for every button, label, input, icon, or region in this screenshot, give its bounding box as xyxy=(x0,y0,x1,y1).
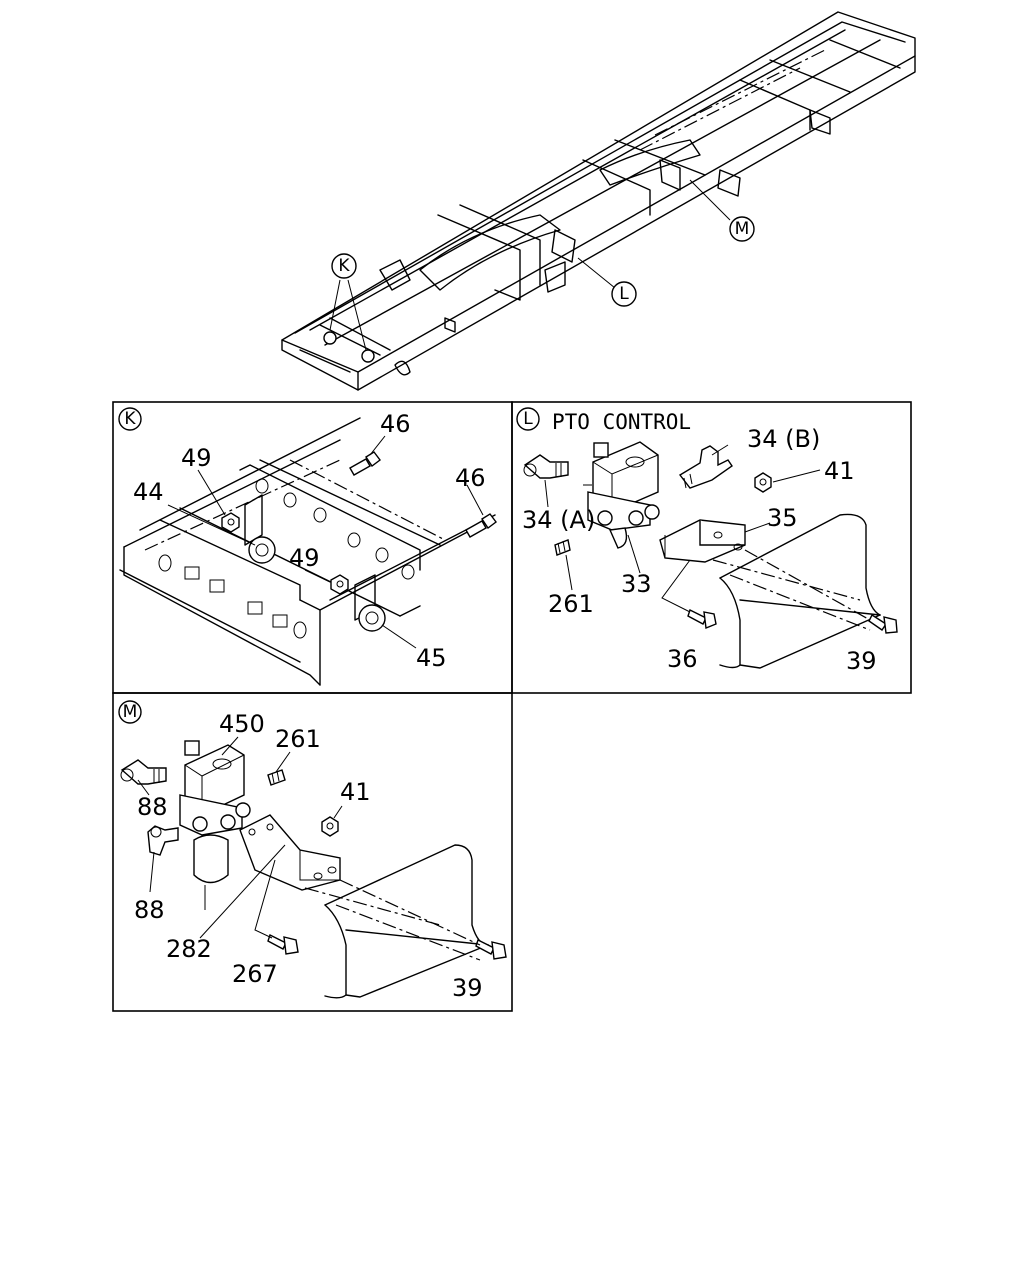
part-label-p88b: 88 xyxy=(134,896,165,924)
nut-49b xyxy=(330,574,349,595)
panel-k-badge xyxy=(118,407,142,431)
bolt-46a xyxy=(349,451,381,476)
part-label-badge: M xyxy=(123,702,138,722)
part-label-p261: 261 xyxy=(548,590,594,618)
panel-l: L PTO CONTROL xyxy=(516,407,898,675)
part-label-p33: 33 xyxy=(621,570,652,598)
callout-m-overview: M xyxy=(729,216,755,242)
panel-l-frame xyxy=(511,401,912,694)
part-label-p34a: 34 (A) xyxy=(522,506,595,534)
part-label-1: L xyxy=(619,284,629,304)
part-label-badge: L xyxy=(523,409,533,429)
panel-l-badge xyxy=(516,407,540,431)
part-label-p35: 35 xyxy=(767,504,798,532)
part-label-p450: 450 xyxy=(219,710,265,738)
part-label-p267: 267 xyxy=(232,960,278,988)
part-label-p36: 36 xyxy=(667,645,698,673)
panel-m-frame xyxy=(112,692,513,1012)
panel-m-badge xyxy=(118,700,142,724)
part-label-p46b: 46 xyxy=(455,464,486,492)
part-label-2: M xyxy=(735,219,750,239)
panel-m: M xyxy=(118,700,507,1002)
part-label-p39: 39 xyxy=(452,974,483,1002)
part-label-p88a: 88 xyxy=(137,793,168,821)
callout-k-overview: K xyxy=(331,253,357,279)
part-label-badge: K xyxy=(124,409,136,429)
panel-l-title: PTO CONTROL xyxy=(552,410,691,434)
part-label-0: K xyxy=(338,256,350,276)
part-label-p34b: 34 (B) xyxy=(747,425,820,453)
part-label-p46a: 46 xyxy=(380,410,411,438)
nut-49a xyxy=(221,512,240,533)
truck-frame-overview xyxy=(281,11,916,391)
part-label-p44: 44 xyxy=(133,478,164,506)
part-label-p49a: 49 xyxy=(181,444,212,472)
sensor-45 xyxy=(358,604,386,632)
part-label-p41: 41 xyxy=(824,457,855,485)
part-label-p41: 41 xyxy=(340,778,371,806)
part-label-p39: 39 xyxy=(846,647,877,675)
part-label-p49b: 49 xyxy=(289,544,320,572)
part-label-p45: 45 xyxy=(416,644,447,672)
bolt-46b xyxy=(465,513,497,538)
panel-k: K xyxy=(118,407,497,686)
callout-l-overview: L xyxy=(611,281,637,307)
part-label-p282: 282 xyxy=(166,935,212,963)
sensor-44 xyxy=(248,536,276,564)
part-label-p261: 261 xyxy=(275,725,321,753)
